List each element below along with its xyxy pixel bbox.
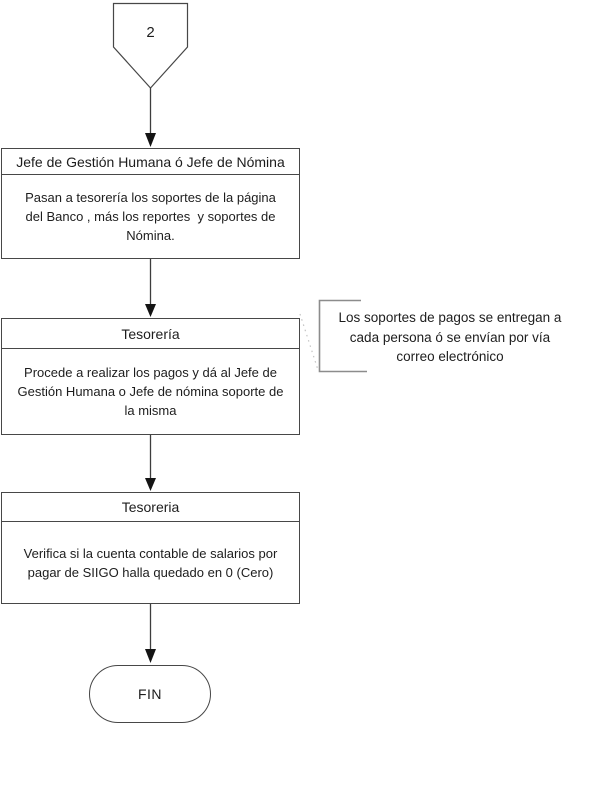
process-box-header: Tesoreria [2, 493, 299, 522]
process-box-header: Tesorería [2, 319, 299, 349]
side-annotation: Los soportes de pagos se entregan a cada… [320, 308, 580, 367]
arrow-head-1 [145, 133, 156, 147]
offpage-connector-shape [112, 2, 189, 89]
process-box-tesoreria-pagos: Tesorería Procede a realizar los pagos y… [1, 318, 300, 435]
annotation-line: cada persona ó se envían por vía [349, 329, 551, 345]
process-box-header: Jefe de Gestión Humana ó Jefe de Nómina [2, 149, 299, 175]
process-box-body: Verifica si la cuenta contable de salari… [2, 522, 299, 603]
process-box-body: Pasan a tesorería los soportes de la pág… [2, 175, 299, 258]
annotation-line: Los soportes de pagos se entregan a [338, 310, 562, 325]
body-line: Nómina. [126, 228, 175, 243]
body-line: Procede a realizar los pagos y dá al Jef… [24, 365, 277, 380]
process-box-tesoreria-verifica: Tesoreria Verifica si la cuenta contable… [1, 492, 300, 604]
offpage-connector-label: 2 [146, 24, 155, 41]
arrow-head-2 [145, 304, 156, 317]
process-box-jefe-gestion-humana: Jefe de Gestión Humana ó Jefe de Nómina … [1, 148, 300, 259]
body-line: Pasan a tesorería los soportes de la pág… [25, 190, 276, 205]
annotation-bracket [318, 299, 367, 373]
body-line: del Banco , más los reportes y soportes … [25, 209, 276, 224]
process-box-body: Procede a realizar los pagos y dá al Jef… [2, 349, 299, 434]
arrow-head-4 [145, 649, 156, 663]
terminator-fin: FIN [89, 665, 211, 723]
body-line: Gestión Humana o Jefe de nómina soporte … [17, 384, 284, 399]
arrow-head-3 [145, 478, 156, 491]
annotation-connector-dotted-line [299, 313, 319, 371]
annotation-line: correo electrónico [396, 349, 504, 364]
terminator-label: FIN [137, 686, 163, 702]
body-line: la misma [124, 403, 177, 418]
body-line: pagar de SIIGO halla quedado en 0 (Cero) [27, 564, 274, 580]
body-line: Verifica si la cuenta contable de salari… [23, 545, 278, 561]
